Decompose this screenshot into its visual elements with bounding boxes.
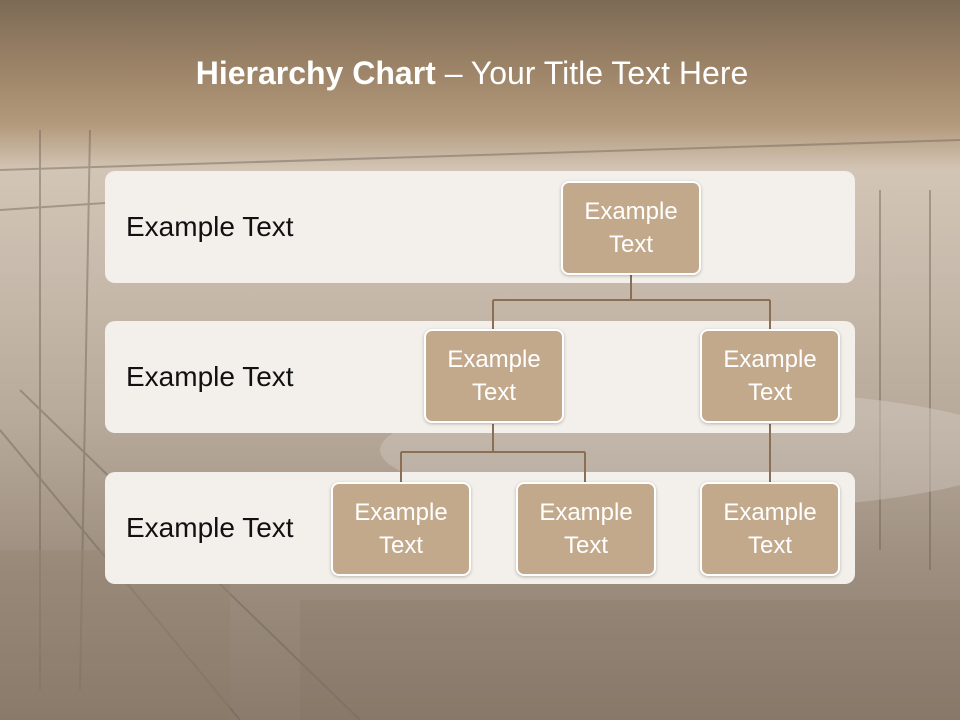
slide-title: Hierarchy Chart – Your Title Text Here bbox=[0, 55, 944, 92]
node-root[interactable]: Example Text bbox=[561, 181, 701, 275]
node-root-line2: Text bbox=[608, 231, 653, 258]
node-mid-left-line2: Text bbox=[471, 379, 516, 406]
node-leaf-2-line2: Text bbox=[563, 532, 608, 559]
level-label-2: Example Text bbox=[126, 361, 294, 392]
node-leaf-3-line2: Text bbox=[747, 532, 792, 559]
node-mid-right-line2: Text bbox=[747, 379, 792, 406]
node-leaf-3[interactable]: Example Text bbox=[700, 482, 840, 576]
node-root-line1: Example bbox=[584, 198, 678, 225]
node-leaf-2-line1: Example bbox=[539, 499, 633, 526]
node-mid-left[interactable]: Example Text bbox=[424, 329, 564, 423]
node-leaf-1-line1: Example bbox=[354, 499, 448, 526]
title-dash: – bbox=[435, 55, 471, 91]
node-leaf-1-line2: Text bbox=[378, 532, 423, 559]
level-label-1: Example Text bbox=[126, 211, 294, 242]
title-bold: Hierarchy Chart bbox=[195, 55, 436, 91]
node-leaf-2[interactable]: Example Text bbox=[516, 482, 656, 576]
node-leaf-3-line1: Example bbox=[723, 499, 817, 526]
node-mid-left-line1: Example bbox=[447, 346, 541, 373]
node-mid-right-line1: Example bbox=[723, 346, 817, 373]
title-rest: Your Title Text Here bbox=[470, 55, 749, 91]
node-mid-right[interactable]: Example Text bbox=[700, 329, 840, 423]
level-band-1 bbox=[105, 171, 855, 283]
node-leaf-1[interactable]: Example Text bbox=[331, 482, 471, 576]
level-label-3: Example Text bbox=[126, 512, 294, 543]
